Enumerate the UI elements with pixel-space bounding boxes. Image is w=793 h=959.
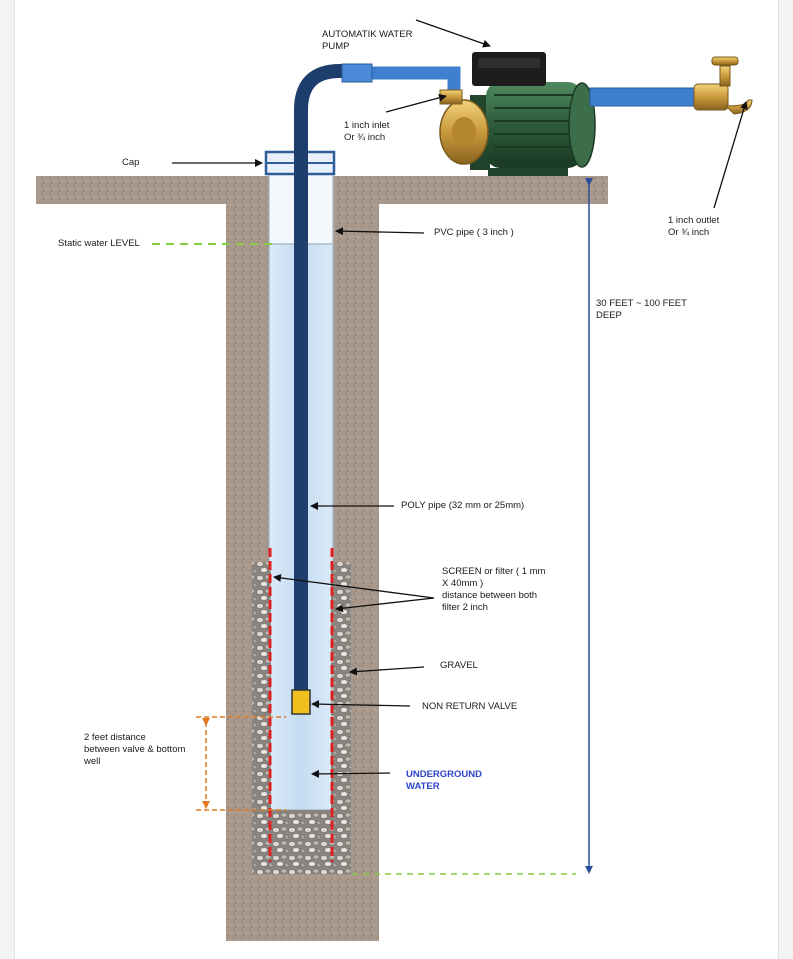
arrow-underground (311, 769, 391, 778)
label-static-level: Static water LEVEL (58, 238, 140, 249)
label-screen: SCREEN or filter ( 1 mm X 40mm ) distanc… (442, 566, 546, 613)
label-cap: Cap (122, 157, 140, 168)
gravel-left (252, 562, 271, 874)
water-pump-icon (439, 52, 596, 176)
label-nrv: NON RETURN VALVE (422, 701, 518, 712)
label-outlet: 1 inch outlet Or ¾ inch (668, 215, 720, 238)
label-underground-water: UNDERGROUND WATER (406, 769, 482, 792)
valve-distance-dimension (196, 716, 286, 811)
arrow-inlet (385, 93, 447, 113)
label-depth: 30 FEET ~ 100 FEET DEEP (596, 298, 687, 321)
non-return-valve (291, 689, 311, 715)
inlet-pipe (346, 66, 461, 92)
label-inlet: 1 inch inlet Or ¾ inch (344, 120, 390, 143)
label-valve-distance: 2 feet distance between valve & bottom w… (84, 732, 186, 767)
label-gravel: GRAVEL (440, 660, 478, 671)
arrow-screen-left (273, 573, 435, 599)
label-pump: AUTOMATIK WATER PUMP (322, 29, 413, 52)
page (14, 0, 779, 959)
outlet-pipe (589, 87, 697, 107)
arrow-pvc (335, 227, 425, 236)
arrow-outlet (713, 101, 748, 209)
arrow-screen-right (335, 597, 435, 613)
label-pvc-pipe: PVC pipe ( 3 inch ) (434, 227, 514, 238)
label-poly-pipe: POLY pipe (32 mm or 25mm) (401, 500, 525, 511)
arrow-pump (415, 19, 491, 48)
gravel-right (331, 562, 351, 874)
arrow-gravel (349, 666, 425, 676)
arrow-nrv (311, 700, 411, 709)
gravel-bottom (252, 810, 351, 874)
brass-tap-icon (693, 56, 753, 115)
poly-pipe (294, 64, 348, 690)
